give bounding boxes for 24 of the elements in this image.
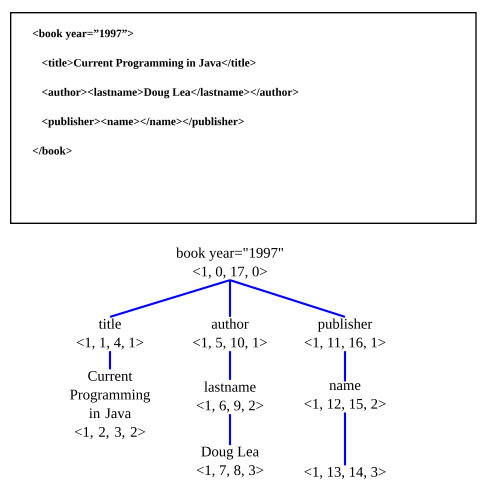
node-label: </book> (32, 146, 72, 155)
node-label: <author><lastname>Doug Lea</lastname></author> (42, 88, 298, 98)
tree-edge (228, 280, 232, 317)
tree-node-label: title <1, 1, 4, 1> (76, 318, 144, 350)
tree-edge (110, 279, 230, 318)
tree-edge (228, 414, 232, 446)
xml-code-box (10, 12, 477, 224)
tree-node-label: lastname <1, 6, 9, 2> (196, 381, 264, 413)
tree-node-label: author <1, 5, 10, 1> (193, 318, 267, 350)
xml-code: <book year=”1997”> <title>Current Programming in Java</title> <author><lastname>Doug Lea</lastname></author> <publisher><name></name></publisher> </book> (32, 29, 298, 155)
tree-edge (344, 351, 346, 382)
tree-node-label: Doug Lea <1, 7, 8, 3> (196, 446, 264, 478)
tree-edge (228, 351, 232, 380)
tree-node-label: name <1, 12, 15, 2> (304, 383, 386, 411)
tree-edge (344, 412, 346, 466)
tree-edge (108, 351, 112, 370)
node-label: <title>Current Programming in Java</title> (42, 58, 256, 69)
tree-node-label: Current Programming in Java <1, 2, 3, 2> (70, 371, 150, 439)
tree-node-label: <1, 13, 14, 3> (304, 467, 386, 479)
node-label: <publisher><name></name></publisher> (42, 117, 244, 128)
tree-edge (230, 279, 346, 318)
tree-node-label: book year="1997" <1, 0, 17, 0> (176, 247, 283, 279)
tree-node-label: publisher <1, 11, 16, 1> (304, 318, 386, 350)
node-label: <book year=”1997”> (32, 29, 134, 40)
